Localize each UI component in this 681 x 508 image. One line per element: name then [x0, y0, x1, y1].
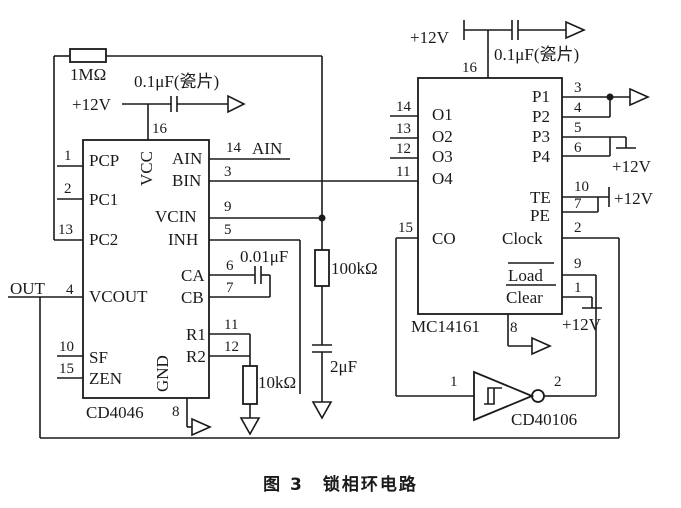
mc14161-pin-num-o4: 11 — [396, 164, 410, 180]
ground-symbol — [239, 417, 261, 436]
supply-clear-label: +12V — [562, 315, 602, 334]
cd40106-name: CD40106 — [511, 410, 577, 429]
cd4046-pin-num-pc1: 2 — [64, 181, 72, 197]
mc14161-pin-p4: P4 — [532, 147, 550, 166]
mc14161-pin-num-co: 15 — [398, 220, 413, 236]
mc14161-pin-o2: O2 — [432, 127, 453, 146]
cd40106-pin-out: 2 — [554, 374, 562, 390]
cd4046-pin-num-bin: 3 — [224, 164, 232, 180]
resistor-1m-label: 1MΩ — [70, 65, 106, 84]
cd4046-pin-num-cb: 7 — [226, 280, 234, 296]
cd4046-pin-r1: R1 — [186, 325, 206, 344]
mc14161-pin-p2: P2 — [532, 107, 550, 126]
cd4046-pin-bin: BIN — [172, 171, 201, 190]
cd4046-pin-num-pc2: 13 — [58, 222, 73, 238]
mc14161-pin-clear: Clear — [506, 288, 543, 307]
cd4046-pin-r2: R2 — [186, 347, 206, 366]
mc14161-pin-load: Load — [508, 266, 543, 285]
capacitor-right-label: 0.1μF(瓷片) — [494, 45, 579, 64]
resistor-10k-label: 10kΩ — [258, 373, 296, 392]
cd4046-pin-cb: CB — [181, 288, 204, 307]
mc14161-pin-num-p3: 5 — [574, 120, 582, 136]
capacitor-filter-label: 2μF — [330, 357, 357, 376]
cd4046-pin-ca: CA — [181, 266, 205, 285]
cd4046-pin-num-ain: 14 — [226, 140, 242, 156]
mc14161-pin-te: TE — [530, 188, 551, 207]
cd4046-pin-pc1: PC1 — [89, 190, 118, 209]
cd4046-pin-zen: ZEN — [89, 369, 122, 388]
mc14161-pin-num-p4: 6 — [574, 140, 582, 156]
resistor-10k — [242, 365, 258, 405]
resistor-100k-label: 100kΩ — [331, 259, 378, 278]
mc14161-pin-pe: PE — [530, 206, 550, 225]
mc14161-pin-clock: Clock — [502, 229, 543, 248]
mc14161-pin-num-vdd: 16 — [462, 60, 478, 76]
cd4046-ain-signal: AIN — [252, 139, 282, 158]
cd4046-pin-pcp: PCP — [89, 151, 119, 170]
cd4046-pin-inh: INH — [168, 230, 198, 249]
mc14161-pin-p3: P3 — [532, 127, 550, 146]
mc14161-pin-num-te: 10 — [574, 179, 589, 195]
cd4046-pin-num-r2: 12 — [224, 339, 239, 355]
cd4046-pin-num-vcc: 16 — [152, 121, 168, 137]
mc14161-pin-o1: O1 — [432, 105, 453, 124]
cd4046-pin-num-zen: 15 — [59, 361, 74, 377]
mc14161-pin-o4: O4 — [432, 169, 453, 188]
cd40106-pin-in: 1 — [450, 374, 458, 390]
cd4046-pin-num-inh: 5 — [224, 222, 232, 238]
supply-top-right-label: +12V — [410, 28, 450, 47]
cd4046-pin-num-gnd: 8 — [172, 404, 180, 420]
capacitor-left-label: 0.1μF(瓷片) — [134, 72, 219, 91]
ground-symbol — [565, 20, 586, 40]
resistor-100k — [314, 249, 330, 287]
supply-p-pins-label: +12V — [612, 157, 652, 176]
mc14161-pin-p1: P1 — [532, 87, 550, 106]
mc14161-pin-num-pe: 7 — [574, 196, 582, 212]
ground-symbol — [629, 87, 650, 107]
hysteresis-icon — [484, 387, 502, 405]
mc14161-pin-num-clear: 1 — [574, 280, 582, 296]
ground-symbol — [227, 94, 246, 114]
cd4046-pin-num-r1: 11 — [224, 317, 238, 333]
supply-te-pe-label: +12V — [614, 189, 654, 208]
cd4046-pin-vcout: VCOUT — [89, 287, 148, 306]
schmitt-inverter — [473, 370, 535, 422]
cd4046-pin-ain: AIN — [172, 149, 202, 168]
out-label: OUT — [10, 279, 46, 298]
mc14161-pin-co: CO — [432, 229, 456, 248]
mc14161-pin-num-p1: 3 — [574, 80, 582, 96]
cd4046-pin-num-sf: 10 — [59, 339, 74, 355]
mc14161-pin-num-o3: 12 — [396, 141, 411, 157]
mc14161-body — [417, 77, 563, 315]
cd4046-pin-num-pcp: 1 — [64, 148, 72, 164]
cd4046-pin-vcc: VCC — [137, 151, 156, 186]
capacitor-timing-label: 0.01μF — [240, 247, 288, 266]
mc14161-pin-o3: O3 — [432, 147, 453, 166]
resistor-1m — [69, 48, 107, 63]
ground-symbol — [311, 401, 333, 420]
cd4046-pin-sf: SF — [89, 348, 108, 367]
cd4046-pin-vcin: VCIN — [155, 207, 197, 226]
figure-caption: 图 3 锁相环电路 — [263, 475, 418, 495]
cd4046-body — [82, 139, 210, 399]
mc14161-name: MC14161 — [411, 317, 480, 336]
mc14161-pin-num-load: 9 — [574, 256, 582, 272]
supply-left-label: +12V — [72, 95, 112, 114]
cd4046-pin-gnd: GND — [153, 355, 172, 392]
mc14161-pin-num-o2: 13 — [396, 121, 411, 137]
cd4046-pin-num-ca: 6 — [226, 258, 234, 274]
cd4046-pin-num-vcin: 9 — [224, 199, 232, 215]
mc14161-pin-num-clock: 2 — [574, 220, 582, 236]
mc14161-pin-num-gnd: 8 — [510, 320, 518, 336]
cd4046-pin-pc2: PC2 — [89, 230, 118, 249]
mc14161-pin-num-p2: 4 — [574, 100, 582, 116]
cd4046-name: CD4046 — [86, 403, 144, 422]
cd4046-pin-num-vcout: 4 — [66, 282, 74, 298]
ground-symbol — [191, 417, 212, 437]
mc14161-pin-num-o1: 14 — [396, 99, 412, 115]
ground-symbol — [531, 336, 552, 356]
